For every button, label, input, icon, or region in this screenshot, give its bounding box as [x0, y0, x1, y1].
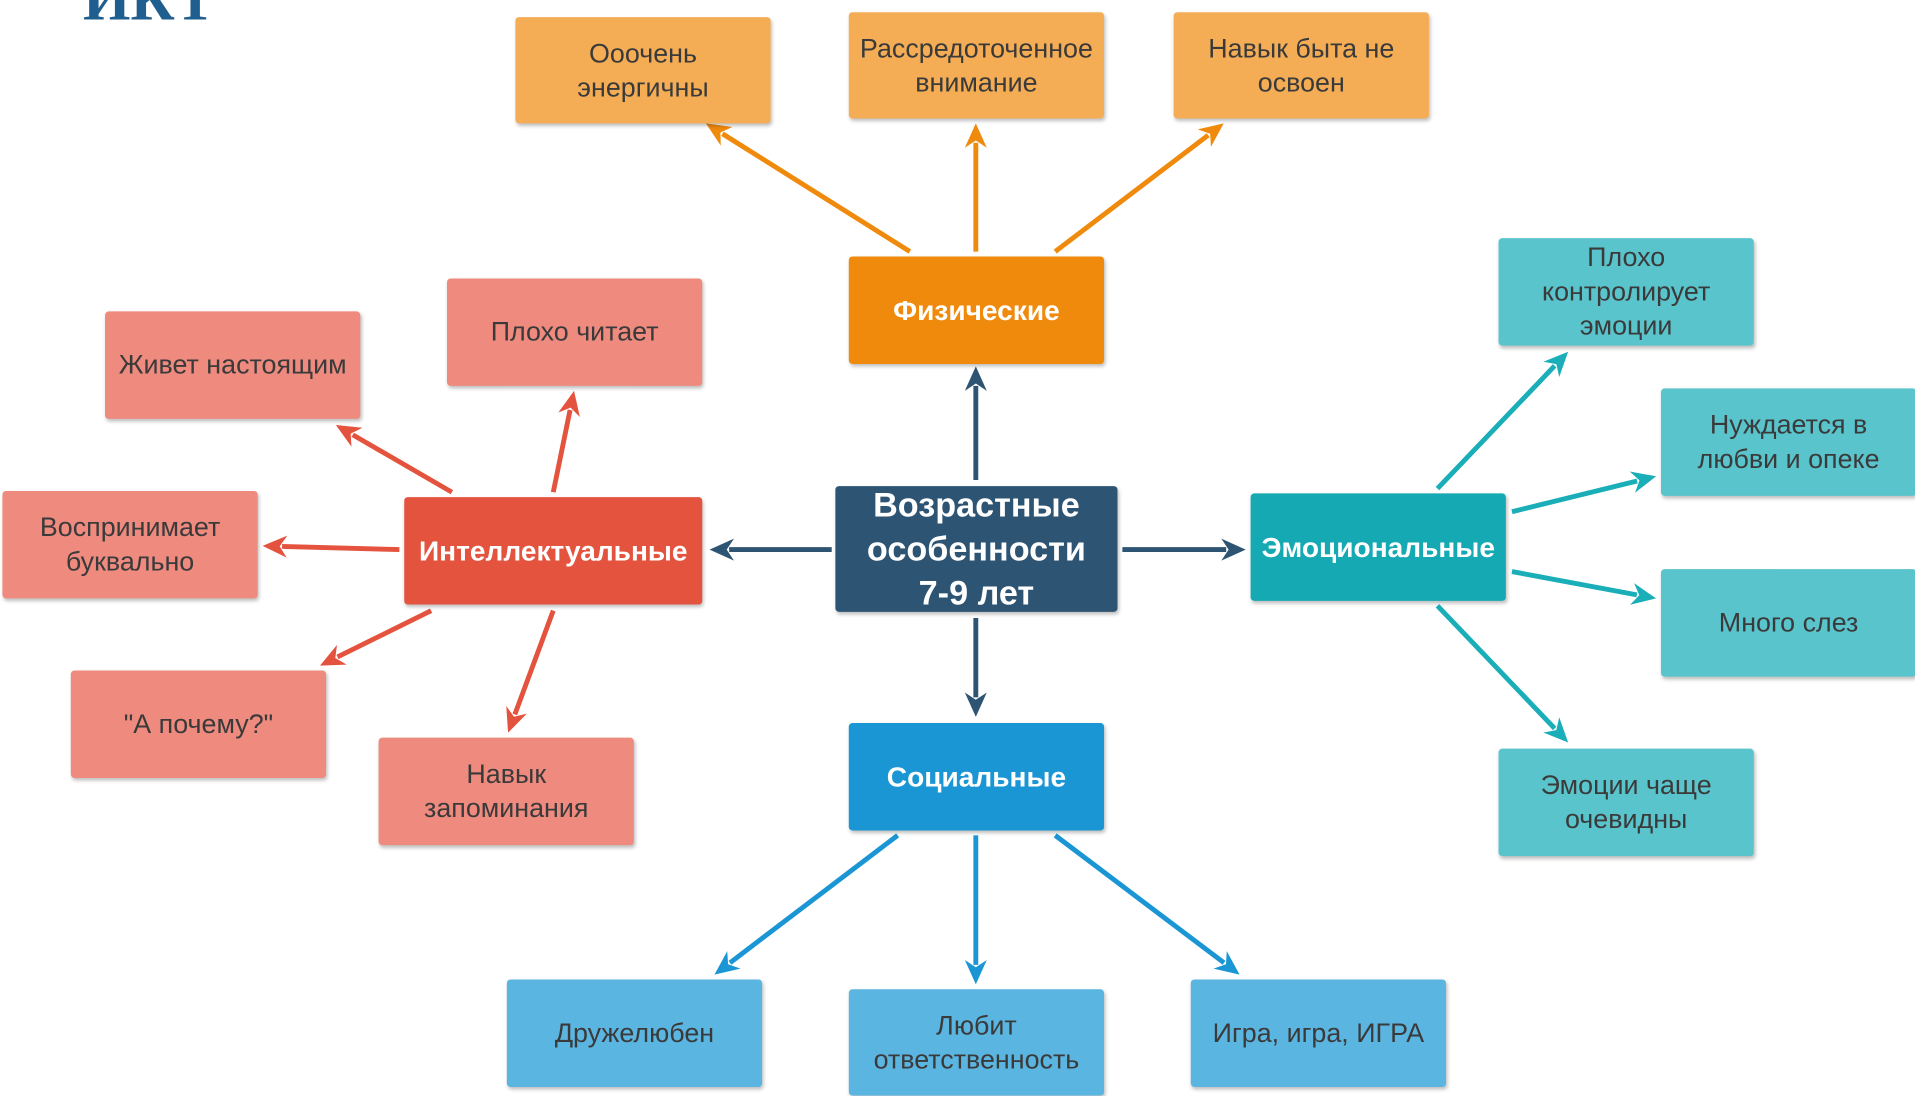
intellectual-leaf-why: "А почему?": [70, 670, 327, 778]
emotional-leaf-obvious: Эмоции чаще очевидны: [1498, 748, 1754, 857]
arrow-intellectual-to-present: [335, 425, 454, 495]
intellectual-hub: Интеллектуальные: [404, 497, 703, 605]
intellectual-leaf-present: Живет настоящим: [105, 311, 361, 419]
physical-hub: Физические: [848, 256, 1105, 364]
arrow-physical-to-attention: [964, 123, 987, 252]
emotional-leaf-tears: Много слез: [1660, 569, 1915, 677]
arrow-social-to-play: [1053, 833, 1240, 975]
arrow-intellectual-to-memory: [506, 609, 556, 733]
center-node: Возрастные особенности 7-9 лет: [835, 485, 1118, 612]
physical-leaf-household: Навык быта не освоен: [1173, 12, 1429, 119]
arrow-physical-to-household: [1053, 123, 1224, 254]
intellectual-leaf-literal: Воспринимает буквально: [2, 490, 258, 599]
arrow-center-to-emotional: [1122, 538, 1246, 561]
arrow-intellectual-to-reading: [550, 390, 580, 493]
intellectual-leaf-memory: Навык запоминания: [378, 737, 634, 846]
arrow-social-to-friendly: [714, 833, 900, 975]
arrow-intellectual-to-literal: [262, 535, 400, 558]
social-leaf-play: Игра, игра, ИГРА: [1190, 979, 1447, 1087]
arrow-center-to-social: [964, 617, 987, 717]
emotional-leaf-love: Нуждается в любви и опеке: [1660, 388, 1915, 496]
emotional-leaf-control: Плохо контролирует эмоции: [1498, 238, 1754, 346]
physical-leaf-energetic: Ооочень энергичны: [515, 17, 771, 124]
intellectual-leaf-reading: Плохо читает: [446, 278, 703, 386]
arrow-emotional-to-love: [1511, 471, 1657, 515]
social-leaf-responsibility: Любит ответственность: [848, 989, 1105, 1096]
arrow-emotional-to-tears: [1511, 569, 1657, 605]
arrow-social-to-responsibility: [964, 835, 987, 985]
emotional-hub: Эмоциональные: [1250, 493, 1506, 601]
arrow-physical-to-energetic: [705, 123, 912, 254]
arrow-intellectual-to-why: [319, 608, 433, 666]
arrow-center-to-intellectual: [709, 538, 832, 561]
arrow-emotional-to-obvious: [1435, 604, 1569, 743]
social-leaf-friendly: Дружелюбен: [506, 979, 763, 1087]
corner-logo-text: ИКТ: [83, 0, 216, 34]
social-hub: Социальные: [848, 723, 1105, 831]
arrow-emotional-to-control: [1435, 351, 1569, 491]
physical-leaf-attention: Рассредоточенное внимание: [848, 12, 1105, 119]
arrow-center-to-physical: [964, 366, 987, 480]
